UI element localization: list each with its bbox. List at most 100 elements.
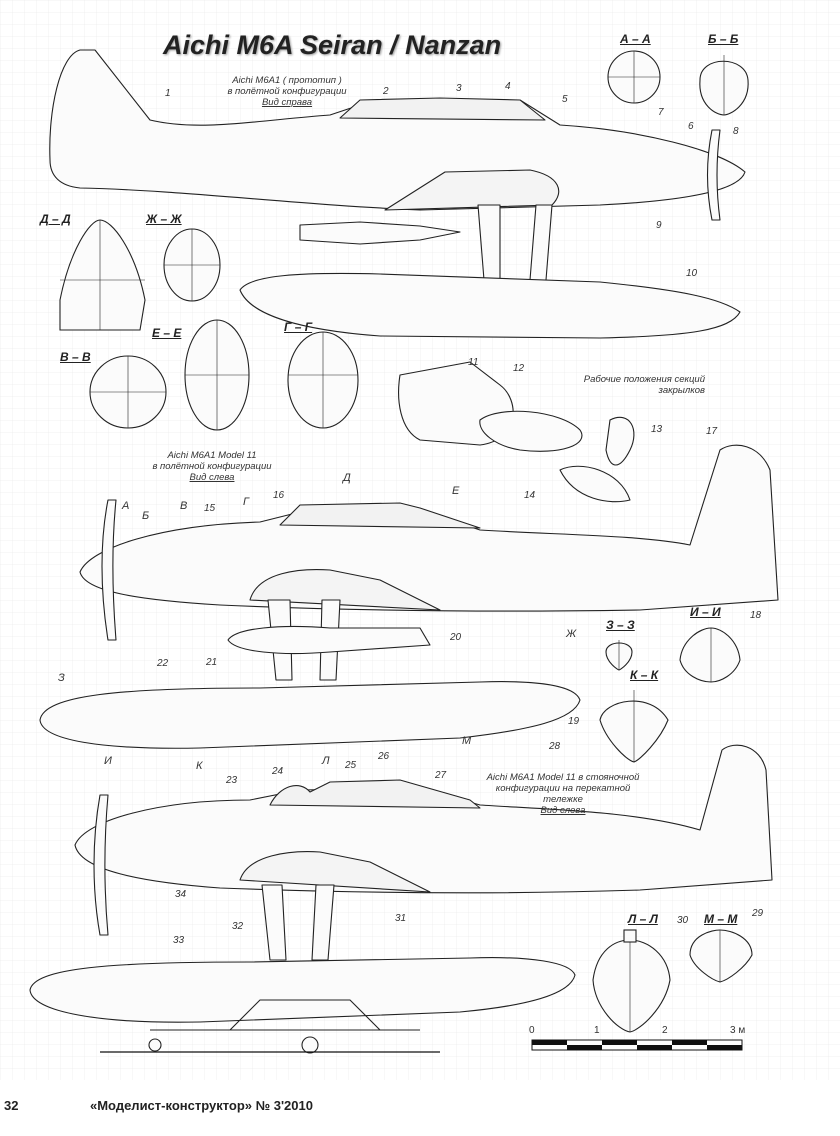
propeller-middle	[101, 499, 117, 641]
section-zhzh-shape	[163, 228, 221, 302]
aircraft-bottom-view	[29, 744, 773, 1054]
canopy-bottom	[269, 779, 481, 809]
cut-marker-k: К	[196, 760, 203, 772]
callout-24: 24	[272, 766, 284, 777]
wing-bottom	[239, 851, 431, 893]
top-view-caption: Aichi M6A1 ( прототип )в полётной конфиг…	[227, 75, 347, 108]
scale-bar	[531, 1039, 743, 1051]
page-number: 32	[4, 1098, 19, 1113]
callout-28: 28	[549, 741, 561, 752]
flap-section-3	[559, 465, 631, 503]
section-label-ll: Л – Л	[628, 912, 658, 926]
section-label-ii: И – И	[690, 605, 721, 619]
callout-33: 33	[173, 935, 185, 946]
flap-section-1	[479, 410, 583, 452]
cut-marker-g: Г	[243, 496, 249, 508]
callout-26: 26	[378, 751, 390, 762]
callout-31: 31	[395, 913, 407, 924]
callout-25: 25	[345, 760, 357, 771]
section-bb-shape	[699, 55, 749, 116]
aircraft-top-view	[49, 49, 746, 339]
scale-tick-2: 2	[662, 1025, 668, 1036]
section-label-aa: А – А	[620, 32, 651, 46]
bomb-top	[299, 221, 461, 245]
section-label-vv: В – В	[60, 350, 91, 364]
section-label-bb: Б – Б	[708, 32, 739, 46]
float-middle	[39, 681, 581, 749]
section-label-ee: Е – Е	[152, 326, 182, 340]
flap-detail	[398, 361, 635, 503]
section-zz-shape	[605, 640, 633, 671]
callout-17: 17	[706, 426, 718, 437]
callout-30: 30	[677, 915, 689, 926]
callout-12: 12	[513, 363, 525, 374]
callout-1: 1	[165, 88, 171, 99]
float-bottom	[29, 957, 576, 1023]
fuselage-bottom	[74, 744, 773, 894]
journal-name: «Моделист-конструктор» № 3'2010	[90, 1098, 313, 1113]
callout-19: 19	[568, 716, 580, 727]
scale-tick-1: 1	[594, 1025, 600, 1036]
section-kk-shape	[599, 690, 669, 763]
callout-2: 2	[383, 86, 389, 97]
section-label-zhzh: Ж – Ж	[146, 212, 182, 226]
section-dd-shape	[59, 219, 146, 331]
fuselage-top	[49, 49, 746, 211]
section-label-mm: М – М	[704, 912, 738, 926]
cut-marker-d: Д	[343, 472, 351, 484]
trolley-wheel-2	[301, 1036, 319, 1054]
callout-27: 27	[435, 770, 447, 781]
wing-top	[384, 169, 560, 211]
callout-29: 29	[752, 908, 764, 919]
callout-7: 7	[658, 107, 664, 118]
callout-32: 32	[232, 921, 244, 932]
section-ee-shape	[184, 319, 250, 431]
section-vv-shape	[89, 355, 167, 429]
callout-23: 23	[226, 775, 238, 786]
section-mm-shape	[689, 929, 753, 983]
cut-marker-m: М	[462, 735, 472, 747]
callout-4: 4	[505, 81, 511, 92]
callout-5: 5	[562, 94, 568, 105]
canopy-middle	[279, 502, 481, 529]
float-top	[239, 272, 741, 339]
cut-marker-a: А	[122, 500, 130, 512]
bomb-middle	[227, 625, 431, 655]
fuselage-middle	[79, 444, 779, 612]
callout-11: 11	[468, 357, 479, 368]
callout-13: 13	[651, 424, 663, 435]
callout-20: 20	[450, 632, 462, 643]
canopy-top	[339, 97, 546, 121]
section-gg-shape	[287, 331, 359, 429]
section-ll-shape	[592, 929, 671, 1033]
wing-middle	[249, 569, 441, 611]
section-label-zz: З – З	[606, 618, 635, 632]
callout-34: 34	[175, 889, 187, 900]
callout-9: 9	[656, 220, 662, 231]
section-aa-shape	[607, 50, 661, 104]
section-label-dd: Д – Д	[40, 212, 71, 226]
trolley-wheel	[148, 1038, 162, 1052]
propeller-bottom	[93, 794, 109, 936]
float-strut-bottom	[261, 884, 287, 961]
float-strut-bottom-2	[311, 884, 335, 961]
callout-3: 3	[456, 83, 462, 94]
cut-marker-v: В	[180, 500, 188, 512]
cut-marker-l: Л	[322, 755, 330, 767]
callout-21: 21	[206, 657, 218, 668]
cut-marker-zh: Ж	[566, 628, 577, 640]
trolley-bottom	[150, 999, 420, 1031]
callout-15: 15	[204, 503, 216, 514]
callout-6: 6	[688, 121, 694, 132]
callout-22: 22	[157, 658, 169, 669]
callout-10: 10	[686, 268, 698, 279]
callout-8: 8	[733, 126, 739, 137]
callout-14: 14	[524, 490, 536, 501]
callout-16: 16	[273, 490, 285, 501]
callout-18: 18	[750, 610, 762, 621]
scale-tick-3: 3 м	[730, 1025, 746, 1036]
propeller-top	[706, 129, 721, 221]
